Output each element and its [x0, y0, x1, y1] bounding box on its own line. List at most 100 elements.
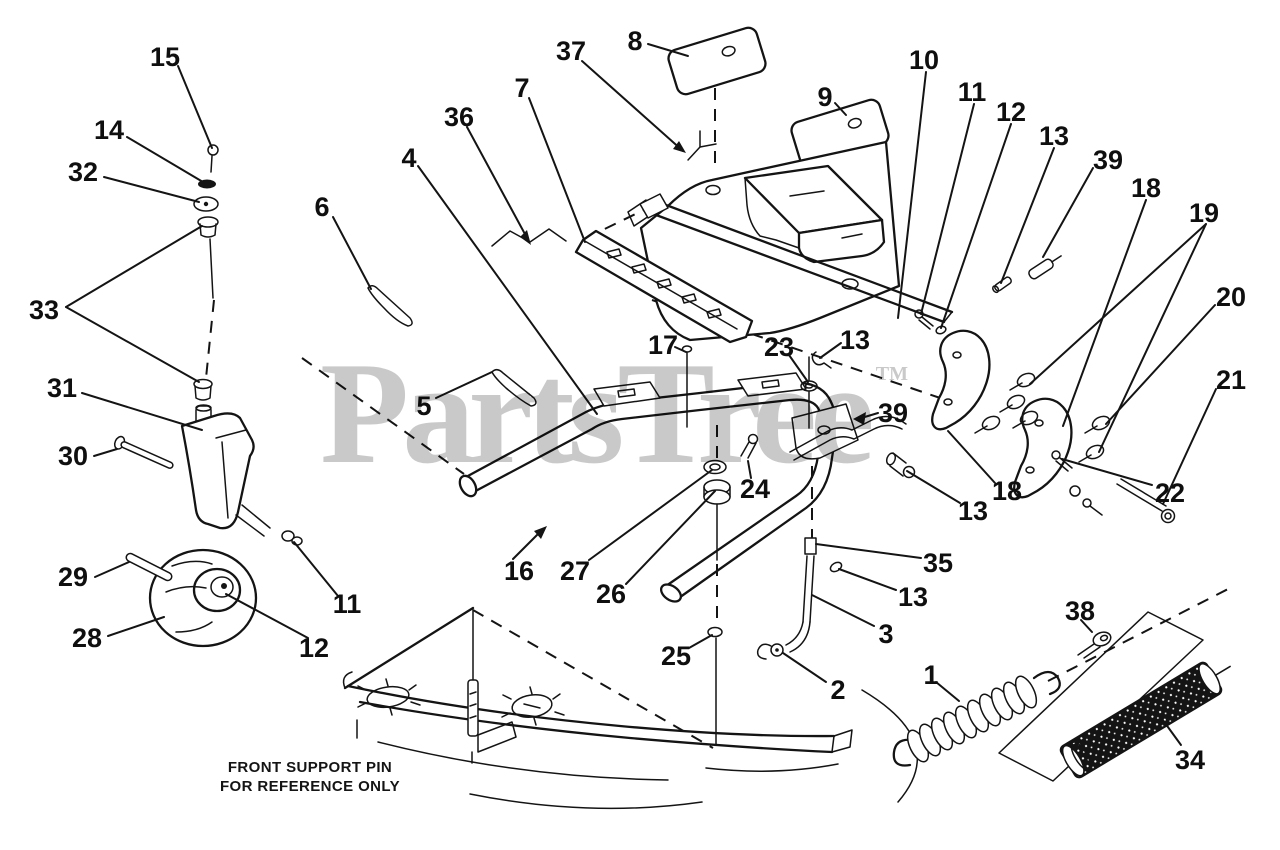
callout-4-9: 4	[401, 143, 416, 173]
caster-fork	[180, 412, 271, 537]
callout-13-38: 13	[898, 582, 928, 612]
note-line-1: FRONT SUPPORT PIN	[228, 759, 392, 776]
clip-13-rod	[829, 561, 843, 573]
callout-17-26: 17	[648, 330, 678, 360]
callout-24-32: 24	[740, 474, 770, 504]
deck-cutaway	[342, 606, 919, 810]
strap-39	[789, 415, 907, 461]
spacer-26	[703, 479, 731, 505]
callout-14-1: 14	[94, 115, 124, 145]
extension-spring-1	[892, 670, 1061, 767]
frame-end-cap-front	[659, 583, 683, 603]
callout-32-2: 32	[68, 157, 98, 187]
angle-rail	[639, 193, 954, 324]
callout-22-24: 22	[1155, 478, 1185, 508]
plate-8	[667, 26, 767, 96]
washer-12-top	[935, 325, 947, 335]
callout-1-41: 1	[923, 660, 938, 690]
leader-lines	[65, 43, 1217, 746]
washer-32	[193, 196, 219, 212]
callout-27-34: 27	[560, 556, 590, 586]
leader-arrowheads	[520, 141, 866, 539]
clevis-pin-13-right	[885, 452, 916, 479]
callout-18-30: 18	[992, 476, 1022, 506]
callout-37-12: 37	[556, 36, 586, 66]
callout-13-28: 13	[840, 325, 870, 355]
callout-20-22: 20	[1216, 282, 1246, 312]
belt-cover-plate	[627, 130, 901, 342]
ferrule-35	[804, 537, 817, 555]
note-line-2: FOR REFERENCE ONLY	[220, 778, 400, 795]
bolt-21	[1116, 478, 1176, 524]
spindle-stack	[703, 433, 759, 746]
callout-16-33: 16	[504, 556, 534, 586]
callout-36-10: 36	[444, 102, 474, 132]
frame-end-cap-left	[458, 474, 478, 498]
blade-sliver-5	[491, 369, 537, 407]
callout-18-20: 18	[1131, 173, 1161, 203]
callout-15-0: 15	[150, 42, 180, 72]
clip-13-upper	[811, 351, 832, 369]
corner-bracket-37	[687, 130, 717, 161]
callout-26-35: 26	[596, 579, 626, 609]
washer-27	[703, 459, 727, 475]
callout-31-4: 31	[47, 373, 77, 403]
blade-sliver-6	[367, 285, 413, 327]
rail-slots	[606, 248, 722, 319]
callout-23-27: 23	[764, 332, 794, 362]
callout-13-18: 13	[1039, 121, 1069, 151]
callout-12-43: 12	[299, 633, 329, 663]
callout-33-3: 33	[29, 295, 59, 325]
hanger-bracket-18-right	[1013, 397, 1073, 499]
bushing-upper	[197, 216, 219, 238]
callout-8-13: 8	[627, 26, 642, 56]
deck-edge-lower	[358, 700, 834, 754]
frame-pad-left	[593, 381, 661, 407]
teardrop-link-38	[1077, 631, 1112, 659]
callout-2-40: 2	[830, 675, 845, 705]
ferrule-39-top	[1028, 255, 1062, 280]
callout-11-16: 11	[958, 77, 987, 107]
rod-assembly	[756, 537, 843, 660]
callout-30-5: 30	[58, 441, 88, 471]
callout-39-19: 39	[1093, 145, 1123, 175]
callout-3-39: 3	[878, 619, 893, 649]
bolt-15	[207, 144, 219, 156]
deck-edge-upper	[346, 684, 836, 738]
small-bolt-11	[914, 309, 934, 330]
callout-10-15: 10	[909, 45, 939, 75]
callout-25-36: 25	[661, 641, 691, 671]
slotted-rail-7	[574, 229, 754, 344]
callout-19-21: 19	[1189, 198, 1219, 228]
callout-12-17: 12	[996, 97, 1026, 127]
deck-arc	[377, 741, 669, 781]
washer-23	[800, 356, 818, 429]
bolt-30	[113, 435, 174, 469]
callout-21-23: 21	[1216, 365, 1246, 395]
callout-6-8: 6	[314, 192, 329, 222]
pin-13-top	[992, 276, 1012, 294]
plate-hole-front	[705, 184, 721, 196]
callout-29-6: 29	[58, 562, 88, 592]
spindle-hole-left	[357, 678, 421, 716]
axle-nut-11	[281, 530, 303, 546]
raised-box	[743, 164, 886, 264]
rear-bracket-plate	[791, 403, 859, 460]
callout-39-29: 39	[878, 398, 908, 428]
callout-9-14: 9	[817, 82, 832, 112]
panel-outline	[998, 611, 1204, 782]
bushing-lower	[193, 378, 213, 401]
front-support-pin	[467, 609, 517, 764]
grip-roller-34	[1059, 661, 1231, 779]
callout-7-11: 7	[514, 73, 529, 103]
spindle-hole-right	[501, 686, 565, 726]
pin-17	[681, 345, 693, 428]
deck-arc	[469, 793, 703, 810]
wheel-28	[148, 548, 258, 648]
hanger-bracket-18-left	[931, 329, 991, 431]
callout-5-25: 5	[416, 391, 431, 421]
caster-assembly	[113, 144, 303, 648]
